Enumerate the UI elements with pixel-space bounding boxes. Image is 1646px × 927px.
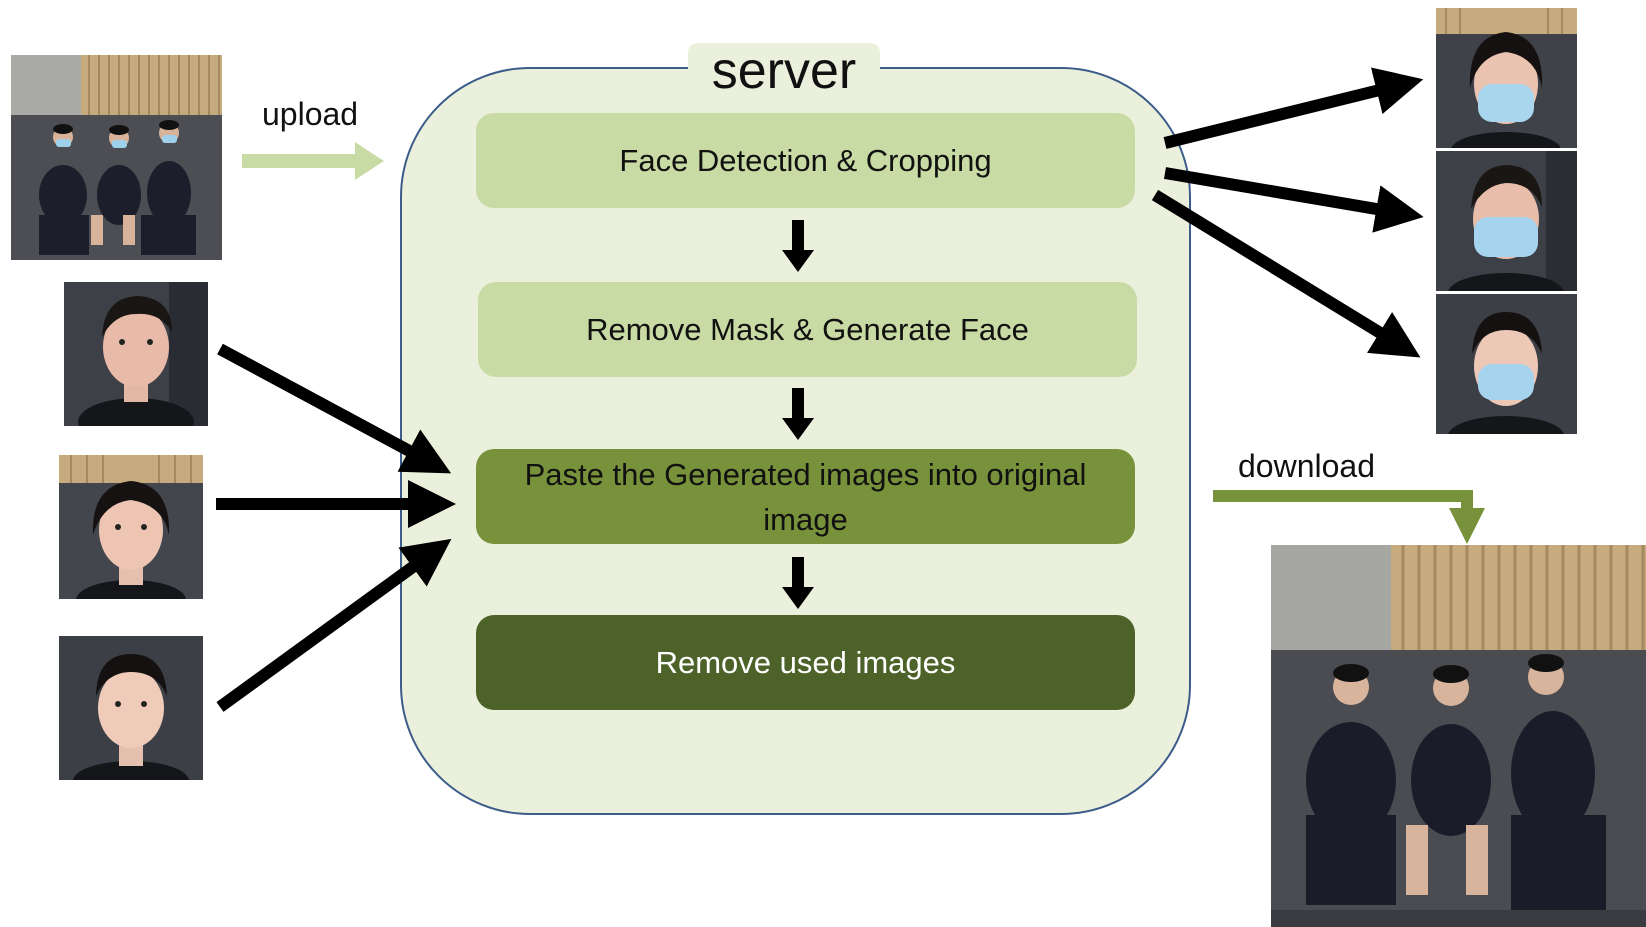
generated-face-1 [64, 282, 208, 426]
download-label: download [1238, 448, 1375, 484]
paste-arrow-1 [217, 343, 452, 474]
crop-arrow-2 [1163, 167, 1424, 233]
upload-label: upload [262, 96, 359, 132]
cropped-face-1 [1436, 8, 1577, 148]
cropped-face-3 [1436, 294, 1577, 434]
crop-arrow-3 [1151, 189, 1421, 358]
input-group-photo [11, 55, 222, 260]
generated-face-3 [59, 636, 203, 780]
upload-arrow [242, 142, 384, 180]
server-title: server [711, 42, 857, 100]
generated-face-2 [59, 455, 203, 599]
output-group-photo [1271, 545, 1646, 927]
download-arrow [1213, 490, 1485, 544]
cropped-face-2 [1436, 151, 1577, 291]
step-face-detection: Face Detection & Cropping [476, 113, 1135, 208]
step-remove-mask: Remove Mask & Generate Face [478, 282, 1137, 377]
step-paste-generated: Paste the Generated images into original… [476, 449, 1135, 544]
server-title-background [688, 43, 880, 101]
step-remove-used: Remove used images [476, 615, 1135, 710]
crop-arrow-1 [1163, 67, 1424, 149]
